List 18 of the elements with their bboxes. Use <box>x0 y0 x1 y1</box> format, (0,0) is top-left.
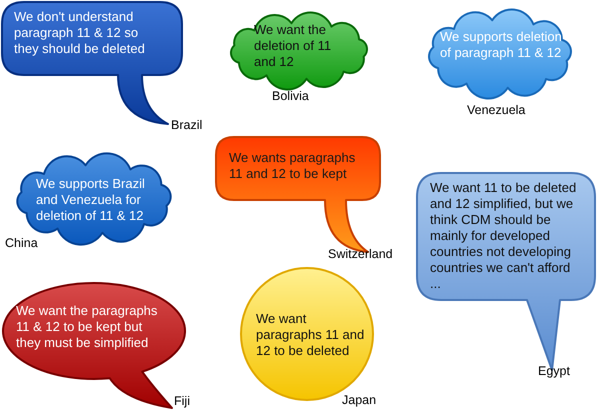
bubble-text: We don't understand paragraph 11 & 12 so they should be deleted <box>14 9 146 57</box>
cloud-bubble <box>428 8 572 99</box>
bubble-text: We want 11 to be deleted and 12 simplified, but we think CDM should be mainly for developed countries not developing countries we can't afford ... <box>430 180 578 292</box>
country-label: Fiji <box>174 394 190 409</box>
cloud-bubble <box>230 11 368 90</box>
country-label: Egypt <box>538 364 570 379</box>
bubble-text: We wants paragraphs 11 and 12 to be kept <box>229 150 356 182</box>
bubble-text: We want the deletion of 11 and 12 <box>254 22 332 70</box>
bubble-text: We supports Brazil and Venezuela for deletion of 11 & 12 <box>36 176 146 224</box>
bubble-text: We want the paragraphs 11 & 12 to be kept but they must be simplified <box>16 303 158 351</box>
country-label: China <box>5 236 38 251</box>
country-label: Switzerland <box>328 247 393 262</box>
bubble-text: We want paragraphs 11 and 12 to be deleted <box>256 311 366 359</box>
country-label: Bolivia <box>272 89 309 104</box>
bubble-text: We supports deletion of paragraph 11 & 12 <box>440 29 563 61</box>
country-label: Brazil <box>171 118 202 133</box>
country-label: Venezuela <box>467 103 526 118</box>
country-label: Japan <box>342 393 376 408</box>
